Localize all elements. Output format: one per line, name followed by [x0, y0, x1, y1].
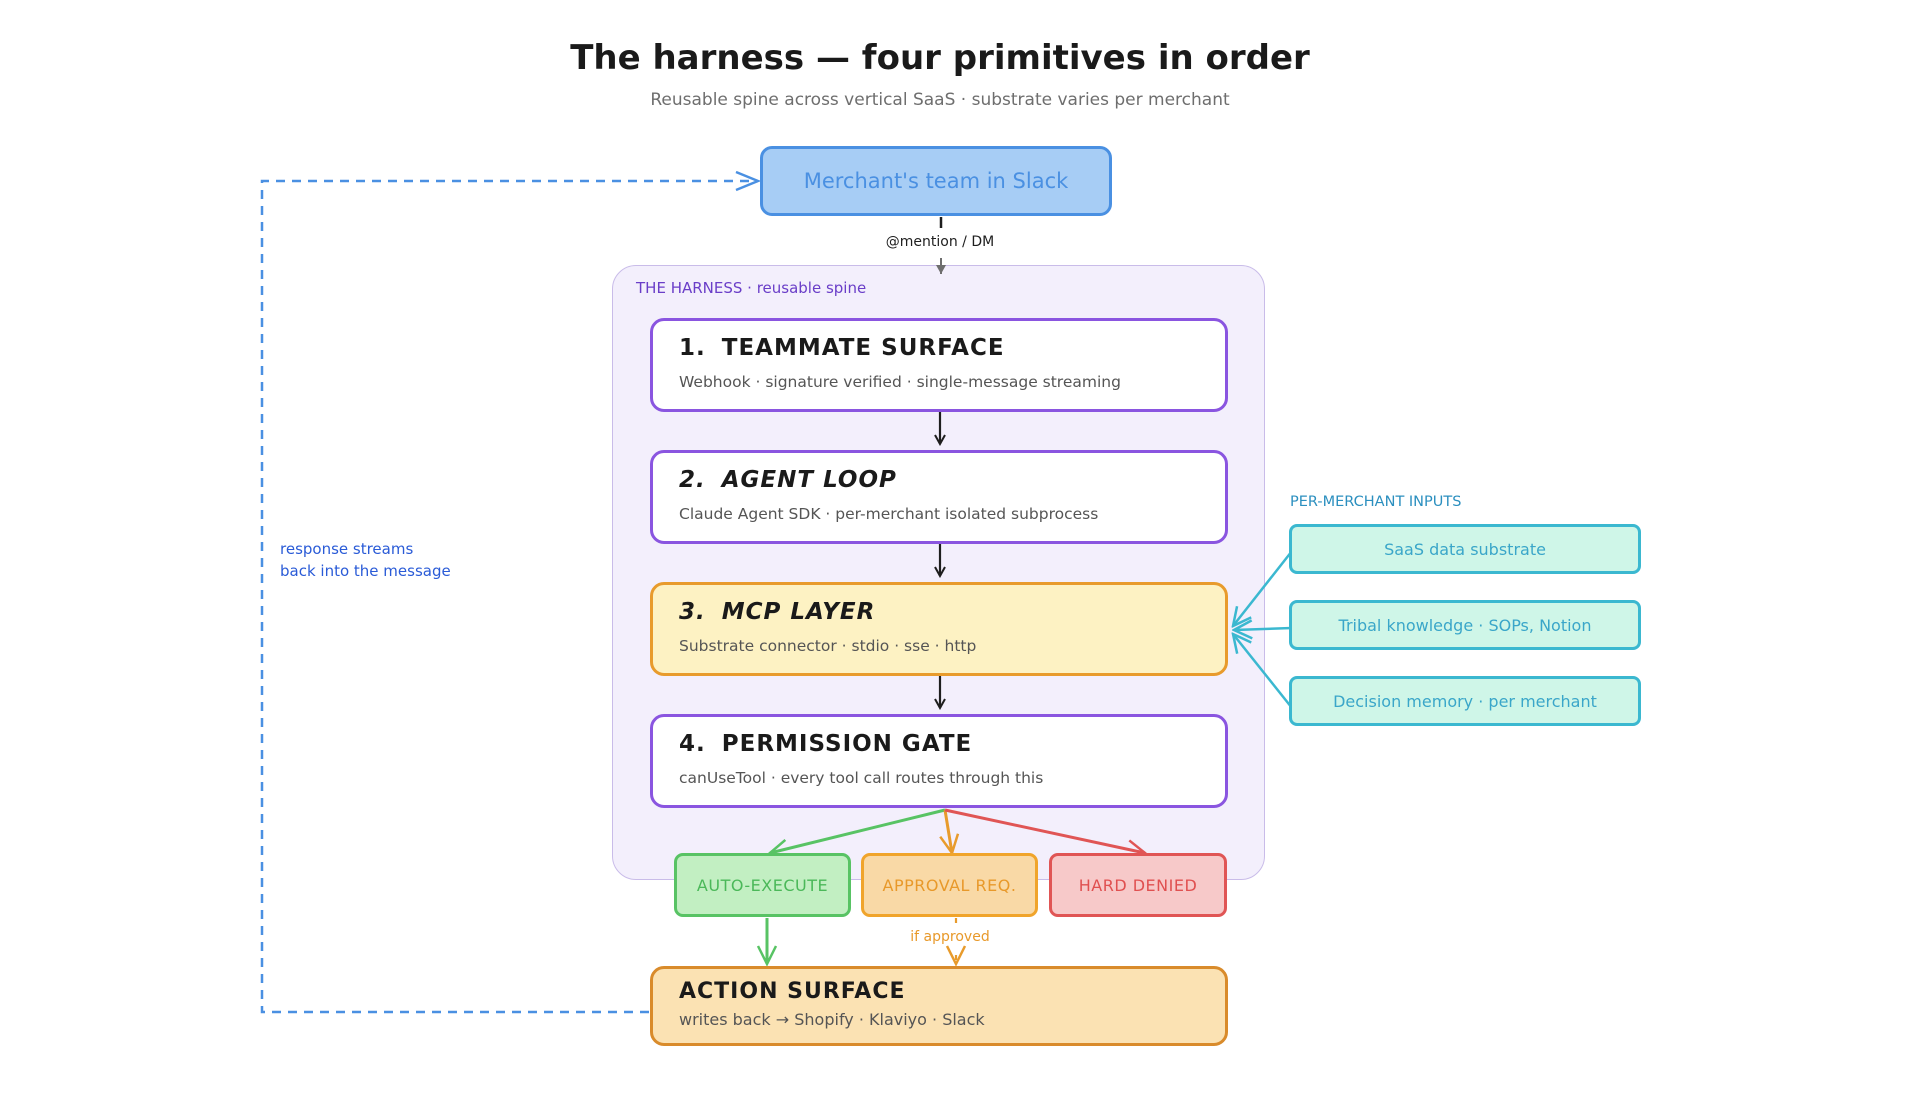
action-title: ACTION SURFACE	[679, 979, 906, 1004]
diagram-title: The harness — four primitives in order	[570, 38, 1310, 78]
step-description: Claude Agent SDK · per-merchant isolated…	[679, 505, 1099, 523]
step-mcp-layer: 3. MCP LAYER Substrate connector · stdio …	[650, 582, 1228, 676]
step-title: PERMISSION GATE	[721, 731, 973, 757]
response-streams-label: response streams back into the message	[280, 538, 451, 582]
outcome-hard-denied: HARD DENIED	[1049, 853, 1227, 917]
outcome-approval-required: APPROVAL REQ.	[861, 853, 1038, 917]
step-teammate-surface: 1. TEAMMATE SURFACE Webhook · signature v…	[650, 318, 1228, 412]
input-label: SaaS data substrate	[1384, 539, 1546, 559]
step-title: AGENT LOOP	[721, 467, 897, 493]
outcome-label: HARD DENIED	[1078, 875, 1198, 895]
step-agent-loop: 2. AGENT LOOP Claude Agent SDK · per-merc…	[650, 450, 1228, 544]
action-description: writes back → Shopify · Klaviyo · Slack	[679, 1010, 985, 1029]
step-number: 2.	[679, 467, 706, 493]
step-number: 3.	[679, 599, 706, 625]
response-line-2: back into the message	[280, 562, 451, 580]
step-number: 1.	[679, 335, 706, 361]
if-approved-label: if approved	[910, 929, 990, 945]
outcome-auto-execute: AUTO-EXECUTE	[674, 853, 851, 917]
input-saas-data-substrate: SaaS data substrate	[1289, 524, 1641, 574]
step-description: canUseTool · every tool call routes thro…	[679, 769, 1044, 787]
arrow-gate-auto	[770, 808, 946, 853]
outcome-label: APPROVAL REQ.	[882, 875, 1017, 895]
response-loop-arrow	[260, 181, 758, 1014]
harness-label: THE HARNESS · reusable spine	[636, 279, 867, 297]
input-decision-memory: Decision memory · per merchant	[1289, 676, 1641, 726]
step-title: MCP LAYER	[721, 599, 876, 625]
step-description: Webhook · signature verified · single-me…	[679, 373, 1121, 391]
mention-label: @mention / DM	[885, 234, 995, 250]
per-merchant-label: PER-MERCHANT INPUTS	[1290, 494, 1462, 510]
step-permission-gate: 4. PERMISSION GATE canUseTool · every too…	[650, 714, 1228, 808]
response-line-1: response streams	[280, 540, 414, 558]
slack-node: Merchant's team in Slack	[760, 146, 1112, 216]
input-label: Tribal knowledge · SOPs, Notion	[1338, 615, 1592, 635]
step-title: TEAMMATE SURFACE	[721, 335, 1005, 361]
arrow-tribal-mcp	[1234, 628, 1293, 630]
arrow-gate-approval	[945, 809, 952, 853]
arrow-gate-denied	[944, 808, 1145, 853]
step-number: 4.	[679, 731, 706, 757]
slack-node-label: Merchant's team in Slack	[803, 169, 1069, 193]
input-tribal-knowledge: Tribal knowledge · SOPs, Notion	[1289, 600, 1641, 650]
arrow-substrate-mcp	[1233, 550, 1293, 626]
diagram-subtitle: Reusable spine across vertical SaaS · su…	[650, 90, 1230, 110]
step-description: Substrate connector · stdio · sse · http	[679, 637, 977, 655]
action-surface: ACTION SURFACE writes back → Shopify · K…	[650, 966, 1228, 1046]
outcome-label: AUTO-EXECUTE	[696, 875, 829, 895]
arrow-memory-mcp	[1233, 634, 1293, 709]
input-label: Decision memory · per merchant	[1333, 691, 1597, 711]
